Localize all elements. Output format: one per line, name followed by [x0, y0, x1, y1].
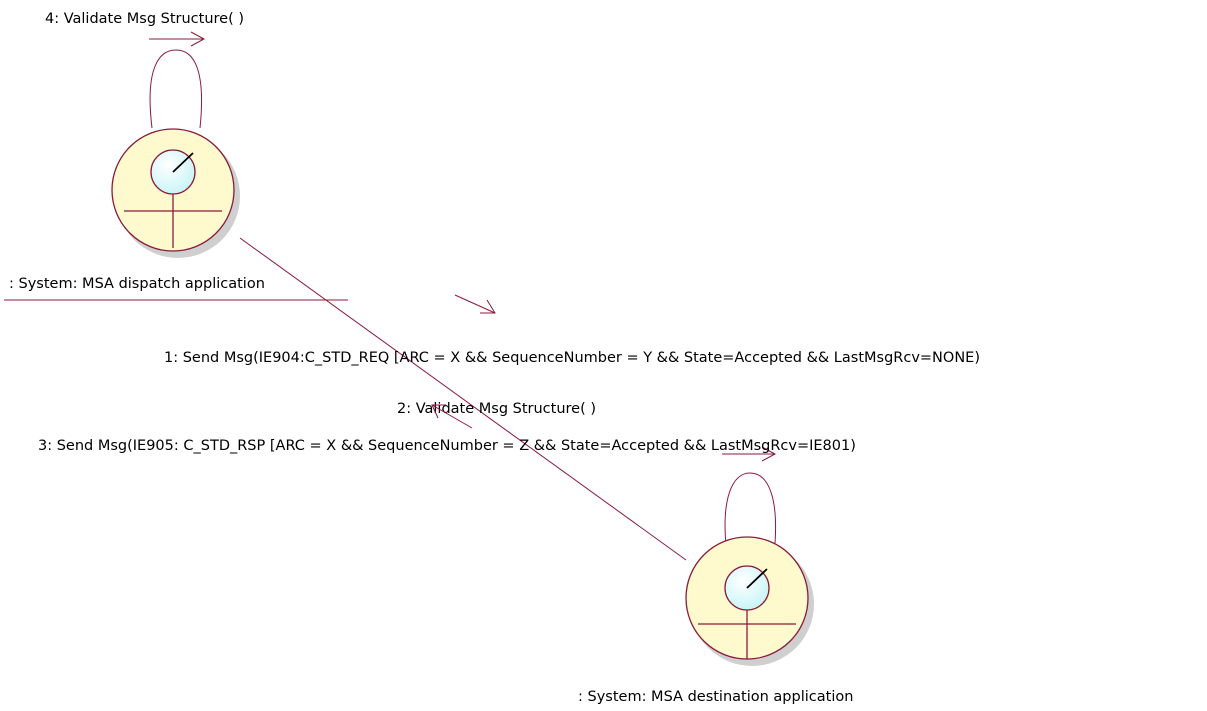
message-4[interactable]: 4: Validate Msg Structure( )	[45, 11, 244, 47]
self-link-loop	[724, 472, 777, 556]
object-label: : System: MSA dispatch application	[9, 276, 265, 292]
message-label: 1: Send Msg(IE904:C_STD_REQ [ARC = X && …	[164, 350, 980, 366]
message-label: 3: Send Msg(IE905: C_STD_RSP [ARC = X &&…	[38, 438, 856, 454]
system-boundary-icon	[685, 536, 814, 666]
message-arrow-right-icon	[454, 294, 496, 314]
message-arrow-right-icon	[722, 446, 777, 462]
message-1[interactable]: 1: Send Msg(IE904:C_STD_REQ [ARC = X && …	[164, 294, 980, 366]
message-arrow-left-icon	[431, 404, 473, 429]
system-boundary-icon	[111, 128, 240, 258]
message-arrow-right-icon	[149, 31, 206, 47]
object-link[interactable]	[239, 237, 687, 561]
object-destination[interactable]: : System: MSA destination application	[578, 472, 853, 705]
message-label: 4: Validate Msg Structure( )	[45, 11, 244, 27]
message-3[interactable]: 3: Send Msg(IE905: C_STD_RSP [ARC = X &&…	[38, 404, 856, 454]
object-dispatch[interactable]: : System: MSA dispatch application	[4, 49, 348, 301]
self-link-loop	[149, 49, 203, 129]
object-label: : System: MSA destination application	[578, 689, 853, 705]
message-label: 2: Validate Msg Structure( )	[397, 401, 596, 417]
